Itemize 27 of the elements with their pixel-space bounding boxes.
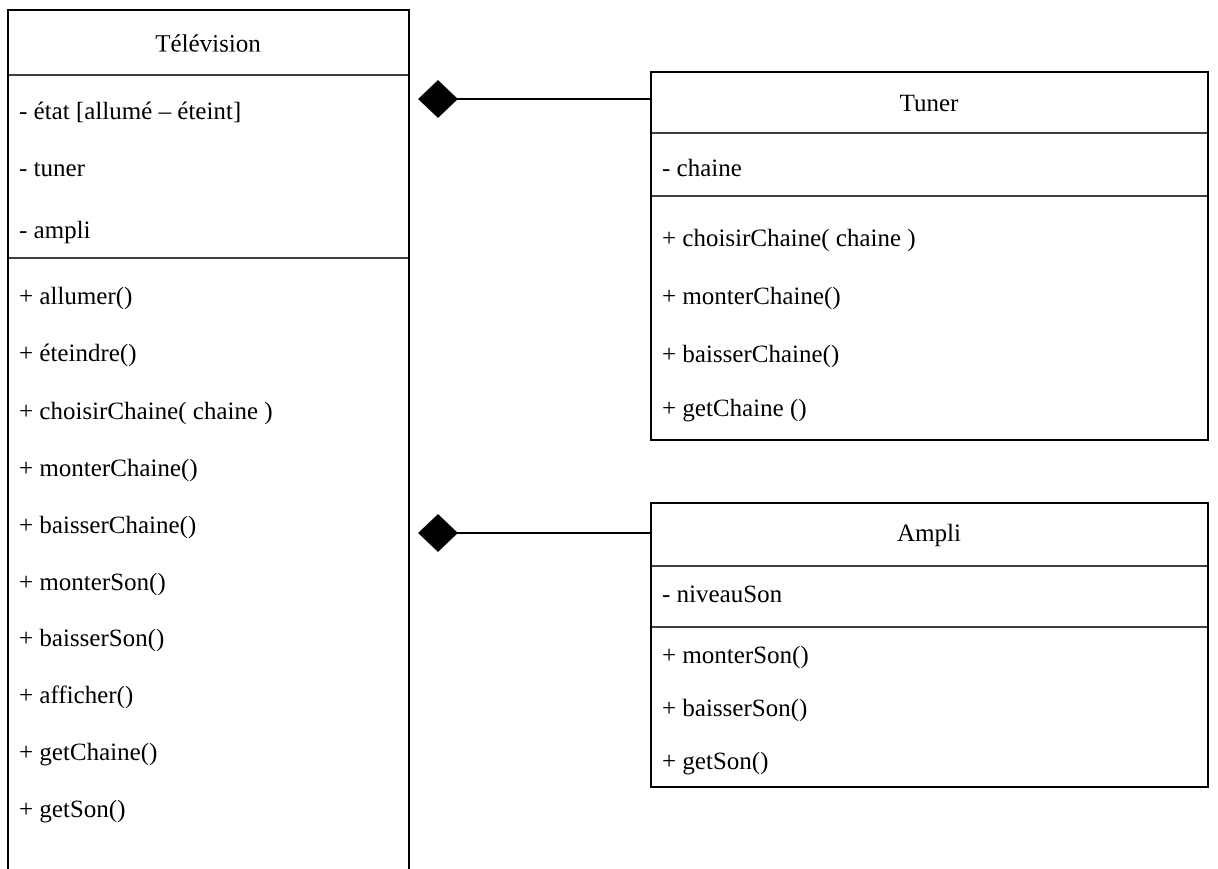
composition-line xyxy=(418,514,652,552)
method-text: + baisserSon() xyxy=(20,628,164,652)
method-text: + getChaine() xyxy=(20,742,157,766)
method-text: + allumer() xyxy=(20,286,132,310)
composition-line xyxy=(418,80,652,118)
method-text: + éteindre() xyxy=(20,343,136,367)
method-text: + monterSon() xyxy=(20,572,165,596)
method-text: + baisserSon() xyxy=(663,698,807,722)
class-name: Ampli xyxy=(897,523,961,547)
method-text: + getSon() xyxy=(20,799,125,823)
attribute-text: - niveauSon xyxy=(662,585,782,603)
attribute-text: - tuner xyxy=(19,161,85,177)
method-text: + monterSon() xyxy=(663,645,808,669)
class-name: Tuner xyxy=(900,94,959,112)
method-text: + choisirChaine( chaine ) xyxy=(663,228,915,252)
method-text: + afficher() xyxy=(20,685,133,709)
method-text: + monterChaine() xyxy=(20,458,197,482)
method-text: + getChaine () xyxy=(663,398,806,422)
method-text: + baisserChaine() xyxy=(663,344,839,368)
attribute-text: - ampli xyxy=(19,220,91,244)
method-text: + getSon() xyxy=(663,751,768,775)
method-text: + monterChaine() xyxy=(663,286,840,310)
method-text: + choisirChaine( chaine ) xyxy=(20,401,272,425)
attribute-text: - chaine xyxy=(662,158,741,177)
attribute-text: - état [allumé – éteint] xyxy=(19,101,240,123)
method-text: + baisserChaine() xyxy=(20,515,196,539)
class-name: Télévision xyxy=(155,34,261,52)
